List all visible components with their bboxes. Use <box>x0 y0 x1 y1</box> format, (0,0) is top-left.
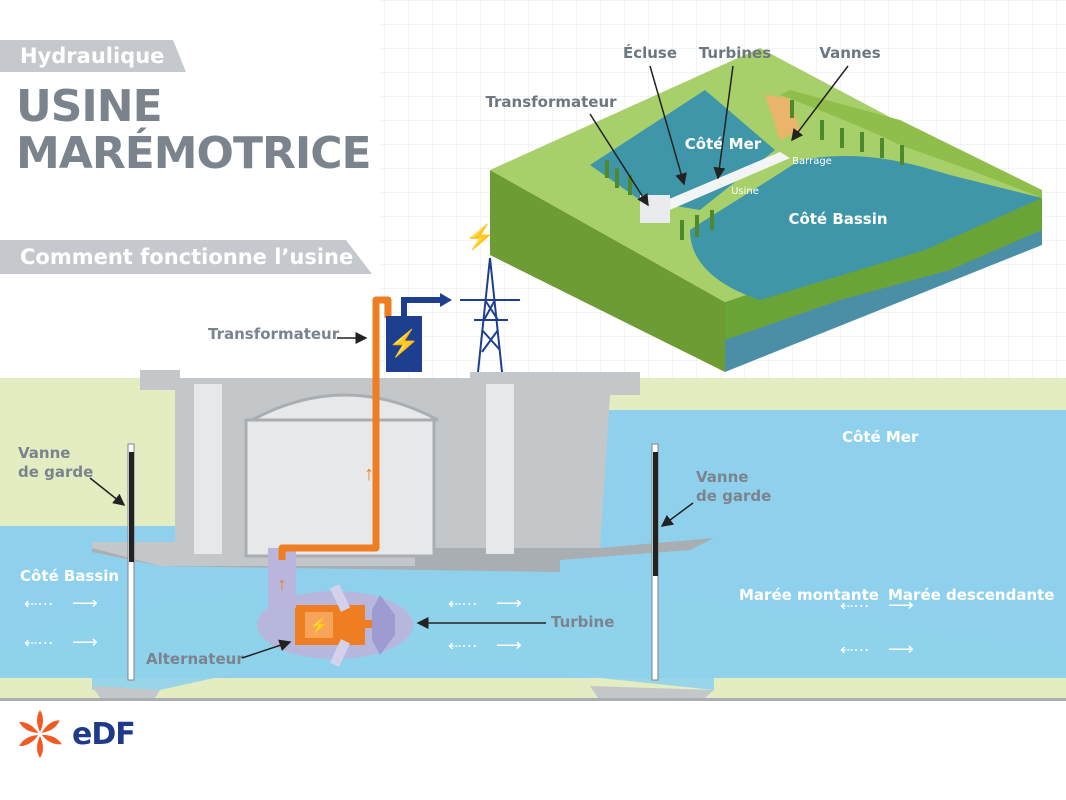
wicket-gate-1 <box>329 584 351 612</box>
label-cote-mer: Côté Mer <box>842 428 919 446</box>
label-vanne-gauche-2: de garde <box>18 463 93 481</box>
flow-arrow-channel-right-2: ⟶ <box>496 635 522 655</box>
site-map: Écluse Turbines Vannes Transformateur Cô… <box>485 43 1042 372</box>
guard-gate-right <box>653 452 658 576</box>
flow-arrow-channel-left-1: ⇠⋯ <box>448 596 477 613</box>
label-maree-descendante: Marée descendante <box>888 586 1054 604</box>
lightning-icon: ⚡ <box>465 223 495 251</box>
map-label-ecluse: Écluse <box>623 43 677 62</box>
map-leader-ecluse <box>649 65 687 186</box>
page-title-line-2: MARÉMOTRICE <box>16 128 372 179</box>
flow-arrow-basin-left-1: ⇠⋯ <box>24 596 53 613</box>
map-basin <box>690 155 1042 300</box>
transformer-box <box>386 316 422 372</box>
map-leader-turbines <box>713 65 734 180</box>
map-right-ground <box>725 198 1042 340</box>
category-label: Hydraulique <box>20 44 165 68</box>
flow-arrows-sea: ⇠⋯ ⟶ ⇠⋯ ⟶ <box>840 595 914 659</box>
map-left-face <box>490 170 725 372</box>
shaft-up-arrow-icon: ↑ <box>278 574 287 594</box>
label-maree-montante: Marée montante <box>739 586 879 604</box>
output-arrow-icon <box>440 293 452 307</box>
wicket-gate-2 <box>329 639 351 667</box>
leader-vanne-gauche <box>89 477 126 506</box>
flow-arrow-sea-right-1: ⟶ <box>888 595 914 615</box>
hall-dome <box>251 393 439 422</box>
output-line <box>401 297 442 316</box>
flow-arrow-basin-right-2: ⟶ <box>72 632 98 652</box>
map-label-vannes: Vannes <box>819 44 880 62</box>
question-label: Comment fonctionne l’usine ? <box>20 245 354 303</box>
flow-arrow-sea-left-2: ⇠⋯ <box>840 642 869 659</box>
pylon-icon <box>460 257 520 373</box>
map-label-usine: Usine <box>731 186 759 197</box>
map-label-barrage: Barrage <box>792 156 832 167</box>
turbine-group: ⚡ ↑ <box>257 548 413 667</box>
cross-section: ⚡ ↑ ↑ ⚡ ⚡ ⇠⋯ ⟶ <box>0 223 1066 701</box>
base-block-right <box>590 686 714 698</box>
question-tag: Comment fonctionne l’usine ? <box>0 240 372 274</box>
gate-slot-right <box>486 384 514 554</box>
flow-arrow-channel-right-1: ⟶ <box>496 593 522 613</box>
machine-hall <box>244 418 436 558</box>
label-vanne-droite-2: de garde <box>696 487 771 505</box>
page-title-line-1: USINE <box>16 81 163 132</box>
base-block-left <box>92 686 160 698</box>
power-cable <box>278 296 392 560</box>
label-alternateur: Alternateur <box>146 650 244 668</box>
leader-vanne-droite <box>660 502 694 527</box>
map-dam <box>655 152 790 212</box>
map-label-turbines: Turbines <box>699 44 771 62</box>
edf-flower-icon <box>19 710 62 758</box>
alternator-core <box>305 612 333 638</box>
map-leader-vannes <box>791 65 849 142</box>
flow-arrow-basin-right-1: ⟶ <box>72 593 98 613</box>
flow-arrow-channel-left-2: ⇠⋯ <box>448 638 477 655</box>
section-land-bottom <box>0 678 1066 700</box>
gate-slot-left <box>194 384 222 554</box>
flow-arrow-sea-left-1: ⇠⋯ <box>840 598 869 615</box>
flow-arrow-basin-left-2: ⇠⋯ <box>24 635 53 652</box>
edf-logo-text: eDF <box>72 716 136 752</box>
edf-logo: eDF <box>14 708 136 760</box>
map-trees <box>605 100 904 240</box>
guard-gate-left <box>129 452 134 562</box>
map-label-transformateur: Transformateur <box>485 93 617 111</box>
cable-up-arrow-icon: ↑ <box>364 463 374 485</box>
plant-sill <box>92 538 714 572</box>
label-vanne-droite-1: Vanne <box>696 468 748 486</box>
flow-arrows-channel: ⇠⋯ ⟶ ⇠⋯ ⟶ <box>448 593 522 655</box>
category-tag: Hydraulique <box>0 40 186 72</box>
alternator-bolt-icon: ⚡ <box>309 616 329 635</box>
transformer-bolt-icon: ⚡ <box>388 328 420 359</box>
label-vanne-gauche-1: Vanne <box>18 444 70 462</box>
map-leader-transformateur <box>589 113 649 207</box>
section-bottom-line <box>0 698 1066 701</box>
label-transformateur: Transformateur <box>208 325 340 343</box>
leader-alternateur <box>241 639 292 659</box>
label-turbine: Turbine <box>551 613 614 631</box>
flow-arrows-basin: ⇠⋯ ⟶ ⇠⋯ ⟶ <box>24 593 98 652</box>
label-cote-bassin: Côté Bassin <box>20 567 119 585</box>
map-label-cote-bassin: Côté Bassin <box>788 210 887 228</box>
turbine-blades <box>372 595 395 655</box>
flow-arrow-sea-right-2: ⟶ <box>888 639 914 659</box>
map-right-shore <box>780 90 1042 198</box>
